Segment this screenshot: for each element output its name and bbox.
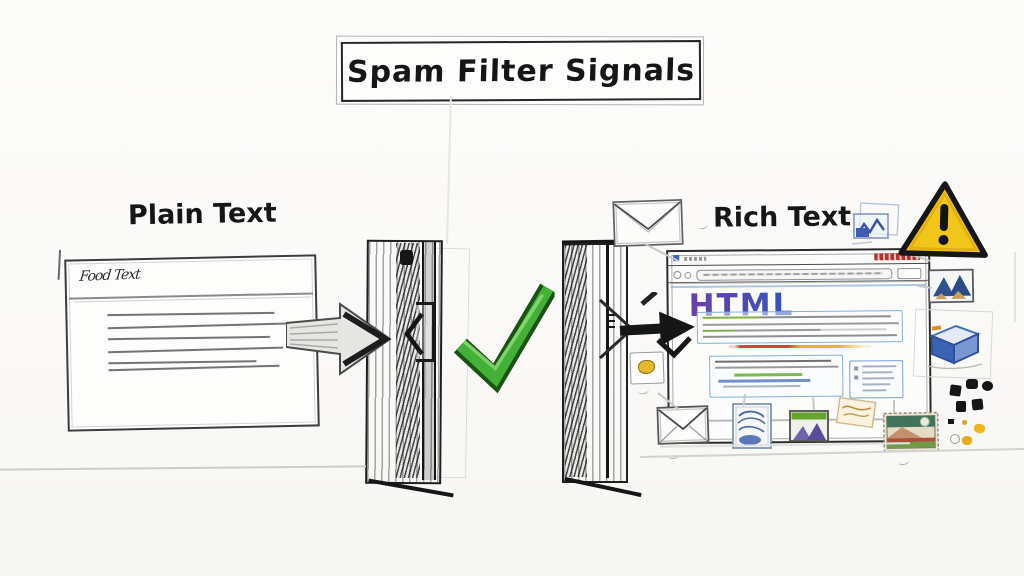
rich-text-label: Rich Text [712,201,852,234]
title-box: Spam Filter Signals [340,40,702,102]
nav-button-icon [684,271,692,279]
page-title: Spam Filter Signals [346,52,696,90]
bullet-icon [854,375,859,380]
package-icon [927,324,983,370]
scribble-mark [897,457,910,466]
photo-icon [927,268,975,304]
scribble-mark [697,220,709,231]
text-line [715,359,832,364]
ground-line [640,447,1024,459]
text-line [702,328,887,333]
picture-icon [789,410,829,442]
text-line [702,315,891,320]
filter-slot-chevron-icon [404,312,424,356]
checkmark-icon [453,283,557,394]
document-text-line [107,335,270,341]
document-divider [73,296,312,303]
text-line [733,372,803,377]
sparkle-icon [948,418,998,450]
text-line [862,383,891,386]
landscape-stamp-icon [882,411,940,453]
stamp-icon [732,403,772,449]
output-arrow-icon [598,292,695,360]
browser-toolbar [668,264,929,283]
text-line [862,371,893,374]
document-text-line [107,311,275,317]
toolbar-box [897,267,922,279]
text-line [702,334,897,339]
document-text-line [108,364,280,372]
attachment-cluster-icon [944,377,1008,427]
envelope-icon [612,198,684,248]
text-line [723,384,801,388]
text-line [862,389,887,392]
warning-triangle-icon [898,181,988,258]
warning-underline [729,344,872,349]
nav-button-icon [673,270,682,279]
mail-image-icon [851,202,900,245]
text-line [862,377,895,380]
ground-line [0,465,367,471]
envelope-icon [656,405,710,445]
document-header-scribble: Food Text [78,266,141,285]
sidebar-block [849,360,904,399]
doodle-icon [835,396,877,429]
filter-sensor-icon [400,250,413,265]
text-line [702,321,899,326]
filter-hatch-band [565,245,587,477]
bullet-icon [854,366,859,371]
document-text-line [107,322,289,330]
text-line [715,365,838,369]
filter-edge-line [606,244,609,478]
document-divider [69,292,314,300]
url-scribble [703,271,884,276]
document-text-line [108,346,283,354]
filter-tower-right [560,239,642,498]
browser-titlebar [668,249,929,267]
document-text-line [108,360,257,365]
plain-text-label: Plain Text [127,197,277,232]
address-bar [696,267,893,281]
titlebar-scribble [684,256,707,261]
plain-email-document: Food Text [64,254,320,432]
filter-tower-left [362,239,471,498]
text-line [718,378,811,383]
content-block [709,354,844,398]
document-body-lines [107,311,298,381]
content-block [696,310,903,344]
connector-line [893,400,895,413]
block-arrow-icon [286,302,392,376]
sketch-guide-line [446,96,452,244]
text-line [862,365,897,368]
filter-vent-dashes [606,314,615,328]
sketch-guide-line [1014,252,1016,322]
